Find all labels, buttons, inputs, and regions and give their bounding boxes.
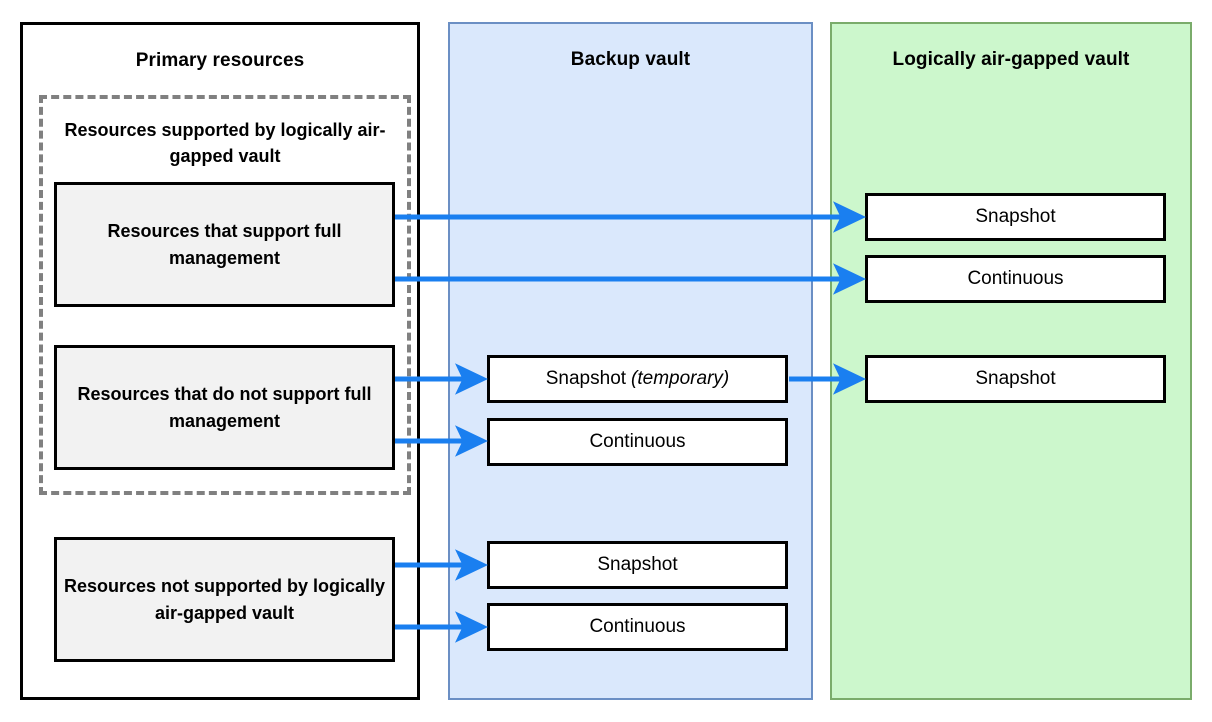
backup-vault-continuous-2[interactable]: Continuous (487, 603, 788, 651)
lagv-continuous-1[interactable]: Continuous (865, 255, 1166, 303)
lagv-snapshot-2[interactable]: Snapshot (865, 355, 1166, 403)
backup-vault-snapshot-temporary-label: Snapshot (545, 368, 627, 389)
group-supported-by-lagv: Resources supported by logically air-gap… (39, 95, 411, 495)
panel-title-logically-air-gapped-vault: Logically air-gapped vault (892, 49, 1130, 70)
resource-box-full-management[interactable]: Resources that support full management (54, 182, 395, 307)
group-supported-by-lagv-label: Resources supported by logically air-gap… (64, 120, 386, 167)
lagv-snapshot-1[interactable]: Snapshot (865, 193, 1166, 241)
panel-title-primary-resources: Primary resources (135, 50, 305, 71)
backup-vault-continuous-1[interactable]: Continuous (487, 418, 788, 466)
panel-title-backup-vault: Backup vault (570, 49, 691, 70)
resource-box-not-supported[interactable]: Resources not supported by logically air… (54, 537, 395, 662)
resource-box-no-full-management[interactable]: Resources that do not support full manag… (54, 345, 395, 470)
backup-vault-snapshot-temporary-qualifier: (temporary) (631, 368, 730, 389)
backup-vault-snapshot-2[interactable]: Snapshot (487, 541, 788, 589)
backup-vault-snapshot-temporary[interactable]: Snapshot(temporary) (487, 355, 788, 403)
